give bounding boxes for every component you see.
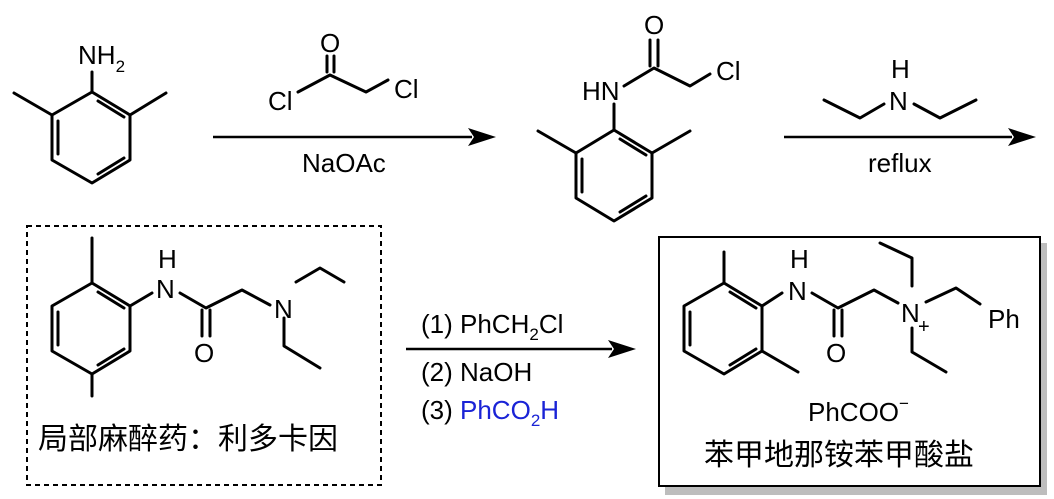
aromatic-double-bonds [56, 290, 126, 367]
dimethylaniline-molecule: NH2 [12, 40, 168, 185]
product-caption: 苯甲地那铵苯甲酸盐 [704, 438, 974, 473]
lidocaine-caption: 局部麻醉药：利多卡因 [38, 422, 338, 457]
amide-n-label: N [156, 274, 175, 304]
denatonium-molecule: H N O N + Ph [682, 241, 1020, 376]
substituent-bonds [90, 236, 346, 398]
step3-arrow [406, 340, 636, 358]
benzoate-anion-label: PhCOO− [808, 394, 909, 427]
lidocaine-molecule: H N O N [50, 236, 346, 398]
aromatic-double-bonds [56, 99, 126, 176]
substituent-bonds [12, 70, 168, 117]
step3-condition-2: (2) NaOH [421, 357, 532, 387]
amine-label: NH2 [78, 40, 125, 76]
diethylamine-bonds [822, 98, 978, 120]
chloroacetyl-bonds [296, 54, 390, 94]
carbonyl-oxygen-label: O [644, 10, 664, 40]
carbonyl-oxygen-label: O [320, 28, 340, 58]
substituent-bonds [536, 38, 712, 155]
chlorine-label: Cl [716, 56, 741, 86]
amide-h-label: H [790, 244, 809, 274]
step2-arrow [784, 128, 1036, 146]
aromatic-double-bonds [688, 290, 758, 367]
amide-nh-label: HN [582, 76, 620, 106]
benzene-ring-bonds [50, 90, 132, 185]
alkyl-chlorine-label: Cl [394, 74, 419, 104]
benzene-ring-bonds [50, 281, 132, 376]
amide-h-label: H [158, 244, 177, 274]
step3-condition-3: (3) PhCO2H [421, 395, 559, 430]
benzene-ring-bonds [574, 128, 654, 223]
aromatic-double-bonds [580, 137, 648, 214]
amine-n-label: N [274, 294, 293, 324]
amine-hydrogen-label: H [891, 54, 910, 84]
reflux-label: reflux [868, 148, 932, 178]
diethylamine-structure: H N [822, 54, 978, 120]
step1-reagent-structure: Cl O Cl [268, 28, 419, 116]
phenyl-label: Ph [988, 304, 1020, 334]
ammonium-n-label: N [901, 298, 920, 328]
carbonyl-oxygen-label: O [826, 338, 846, 368]
step1-reagent-label: NaOAc [302, 148, 386, 178]
substituent-bonds [722, 241, 982, 374]
step1-arrow [213, 128, 496, 146]
carbonyl-oxygen-label: O [194, 338, 214, 368]
amide-n-label: N [788, 276, 807, 306]
step3-condition-1: (1) PhCH2Cl [421, 309, 563, 344]
amine-nitrogen-label: N [889, 86, 908, 116]
acyl-chlorine-label: Cl [268, 86, 293, 116]
positive-charge-label: + [918, 316, 930, 338]
chloroacetamide-molecule: HN O Cl [536, 10, 741, 223]
